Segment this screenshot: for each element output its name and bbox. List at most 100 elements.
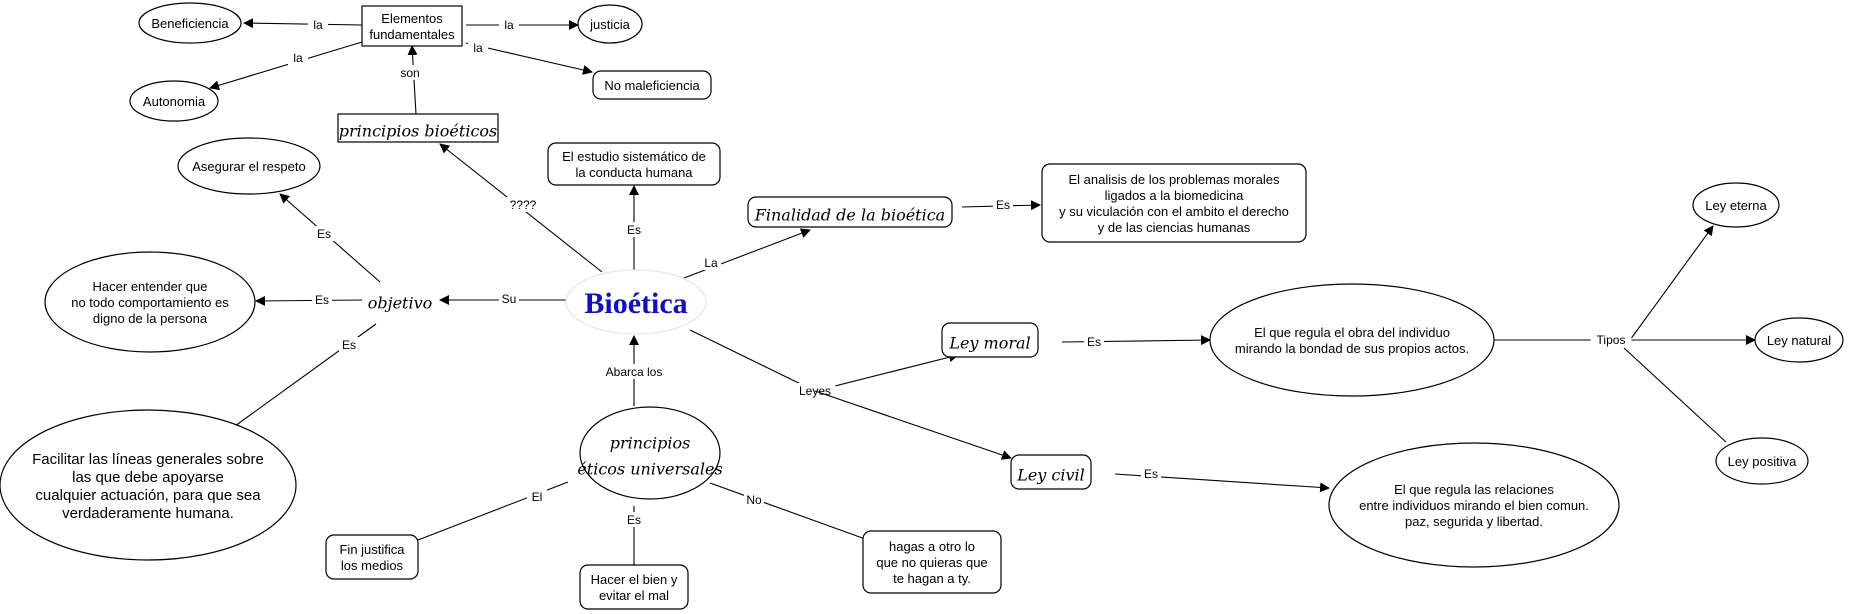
node-label-line: que no quieras que [876,555,987,570]
link-label: Es [627,223,641,237]
node-justicia[interactable]: justicia [577,4,643,44]
node-shape [129,80,219,122]
link-ley_moral-to-regula_obra: Es [1061,334,1211,349]
link-bioetica-to-ley_moral: Leyes [689,329,959,398]
node-autonomia[interactable]: Autonomia [129,80,219,122]
node-label-line: objetivo [368,293,433,312]
link-line [243,18,363,29]
node-asegurar[interactable]: Asegurar el respeto [177,137,321,195]
node-label-line: principios [610,433,691,452]
node-label-line: mirando la bondad de sus propios actos. [1235,341,1469,356]
link-ley_civil-to-regula_relaciones: Es [1114,466,1330,493]
node-shape [862,530,1002,594]
node-label-line: Ley positiva [1728,454,1797,469]
node-shape [1010,454,1092,490]
node-principios-universales[interactable]: principios éticos universales [577,406,723,500]
node-label-line: Hacer entender que [93,279,208,294]
node-ley-eterna[interactable]: Ley eterna [1692,182,1780,228]
node-label-line: Ley civil [1016,465,1085,484]
node-objetivo[interactable]: objetivo [368,293,433,312]
link-label: la [313,18,323,32]
node-label-line: éticos universales [577,459,722,478]
node-shape [1754,317,1844,363]
link-label: Es [1087,335,1101,349]
link-line [1629,225,1714,341]
node-label-line: cualquier actuación, para que sea [35,487,261,504]
link-principios_universales-to-hagas_otro: No [709,482,869,541]
node-beneficiencia[interactable]: Beneficiencia [138,2,242,44]
node-shape [1209,283,1495,397]
node-regula-obra[interactable]: El que regula el obra del individuomiran… [1209,283,1495,397]
node-shape [577,4,643,44]
link-label-background [506,197,540,212]
link-label-background [312,292,332,307]
node-label-line: Finalidad de la bioética [754,205,945,224]
node-label-line: Hacer el bien y [591,572,678,587]
link-line [1623,347,1727,443]
link-label: la [504,18,514,32]
node-shape [325,534,419,580]
link-label: la [293,51,303,65]
link-label-background [1084,334,1104,349]
node-ley-moral[interactable]: Ley moral [941,322,1039,358]
link-line [689,329,959,392]
link-label: Es [317,227,331,241]
node-label-line: evitar el mal [599,588,669,603]
link-label: Es [315,293,329,307]
link-label-background [624,512,644,527]
node-shape [747,196,953,228]
node-shape [337,113,499,143]
link-bioetica-to-finalidad: La [683,228,811,279]
link-label-background [1141,466,1161,481]
node-label-line: paz, segurida y libertad. [1405,514,1543,529]
node-label-line: Ley eterna [1705,198,1767,213]
link-label-background [596,364,672,379]
node-analisis[interactable]: El analisis de los problemas moralesliga… [1041,163,1307,243]
link-label: La [704,256,718,270]
node-label-line: El analisis de los problemas morales [1069,172,1280,187]
link-principios_universales-to-hacer_bien: Es [624,506,644,565]
link-label-background [396,65,424,80]
node-bioetica[interactable]: Bioética [565,269,707,335]
link-label-background [624,222,644,237]
link-principios_universales-to-fin_justifica: El [417,481,569,541]
link-bioetica-to-ley_civil [814,390,1012,460]
node-facilitar[interactable]: Facilitar las líneas generales sobrelas … [0,409,297,561]
link-bioetica-to-estudio: Es [624,185,644,270]
node-shape [592,70,712,100]
link-label: Es [627,513,641,527]
node-label-line: Ley natural [1767,333,1831,348]
node-label-line: Bioética [584,287,687,320]
node-finalidad[interactable]: Finalidad de la bioética [747,196,953,228]
node-ley-positiva[interactable]: Ley positiva [1715,437,1809,485]
node-label-line: fundamentales [369,27,455,42]
link-label: Abarca los [606,365,663,379]
link-objetivo-to-facilitar: Es [234,323,377,427]
node-shape [44,251,256,353]
link-label: Es [1144,467,1158,481]
node-shape [941,322,1039,358]
node-shape [361,5,463,47]
link-line [255,295,363,306]
node-label-line: y de las ciencias humanas [1098,220,1251,235]
node-ley-natural[interactable]: Ley natural [1754,317,1844,363]
node-ley-civil[interactable]: Ley civil [1010,454,1092,490]
link-line [709,482,869,541]
link-elementos-to-justicia: la [466,17,579,32]
node-shape [1692,182,1780,228]
node-label-line: Autonomia [143,94,206,109]
link-bioetica-to-objetivo: Su [439,291,566,306]
link-principios_bioeticos-to-elementos: son [396,45,424,115]
link-label: Tipos [1597,333,1626,347]
node-label-line: El que regula las relaciones [1394,482,1554,497]
node-no-maleficiencia[interactable]: No maleficiencia [592,70,712,100]
node-principios-bioeticos[interactable]: principios bioéticos [337,113,499,143]
node-label-line: digno de la persona [93,311,208,326]
